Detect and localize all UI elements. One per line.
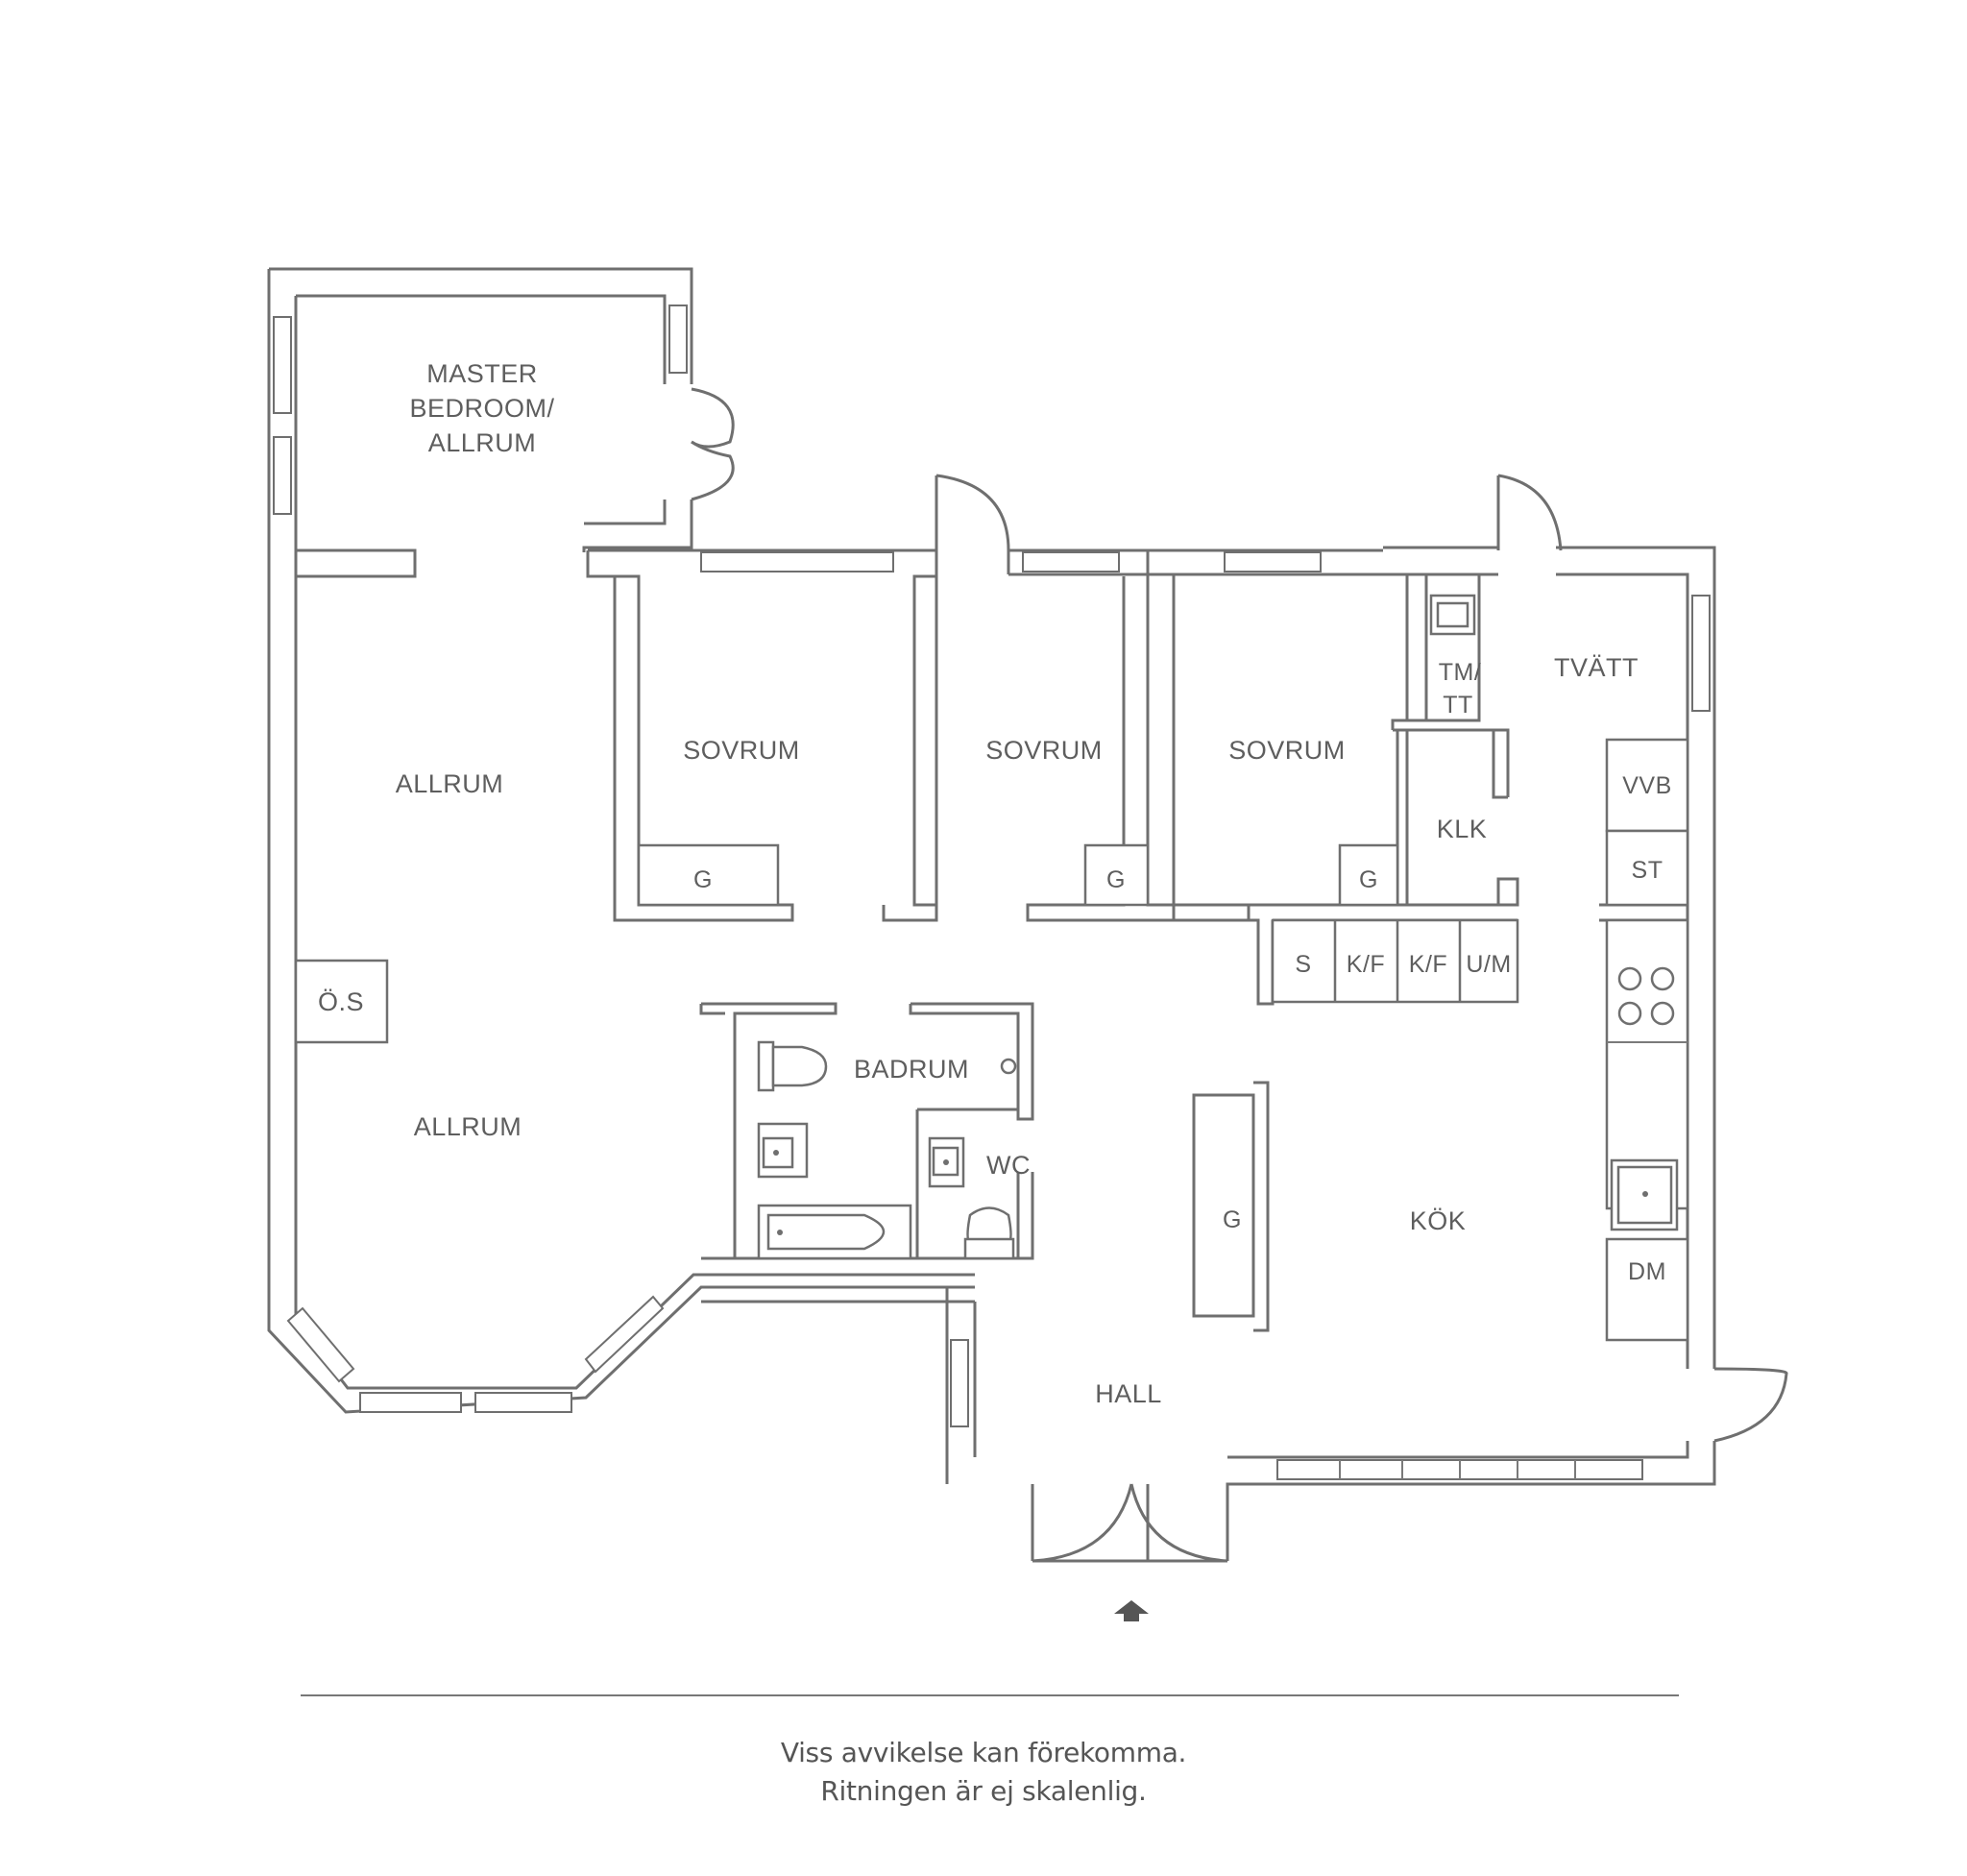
master-bedroom-label-2: BEDROOM/ [409, 394, 554, 423]
fixture-labels: G G G G TM/ TT VVB ST DM S K/F K/F U/M [693, 659, 1672, 1285]
st-label: ST [1632, 857, 1663, 884]
wc-label: WC [986, 1151, 1031, 1180]
windows [273, 305, 1711, 1480]
dm-label: DM [1628, 1258, 1666, 1285]
kf-label-1: K/F [1347, 951, 1385, 978]
kok-label: KÖK [1410, 1206, 1467, 1235]
wardrobe-label-kok: G [1223, 1206, 1242, 1233]
tvatt-label: TVÄTT [1554, 653, 1639, 682]
sovrum-3-label: SOVRUM [1228, 736, 1346, 765]
badrum-label: BADRUM [854, 1055, 969, 1084]
allrum-lower-label: ALLRUM [414, 1112, 522, 1141]
wardrobe-label-sovrum-3: G [1359, 866, 1378, 893]
klk-label: KLK [1437, 815, 1488, 843]
tm-tt-label-1: TM/ [1439, 659, 1482, 686]
entrance-arrow-icon [1114, 1600, 1149, 1621]
fixtures [294, 594, 1689, 1342]
hall-label: HALL [1095, 1379, 1162, 1408]
master-bedroom-label-1: MASTER [426, 359, 538, 388]
vvb-label: VVB [1622, 772, 1672, 799]
disclaimer-line-2: Ritningen är ej skalenlig. [820, 1775, 1147, 1807]
um-label: U/M [1466, 951, 1511, 978]
outer-walls [267, 267, 1716, 1561]
disclaimer-line-1: Viss avvikelse kan förekomma. [780, 1737, 1187, 1768]
master-bedroom-label-3: ALLRUM [428, 428, 537, 457]
wardrobe-label-sovrum-2: G [1106, 866, 1126, 893]
wardrobe-label-sovrum-1: G [693, 866, 713, 893]
tm-tt-label-2: TT [1443, 692, 1473, 719]
doors [691, 387, 1788, 1563]
os-label: Ö.S [318, 987, 364, 1016]
kf-label-2: K/F [1409, 951, 1447, 978]
allrum-upper-label: ALLRUM [396, 769, 504, 798]
s-label: S [1295, 951, 1311, 978]
room-labels: MASTER BEDROOM/ ALLRUM ALLRUM ALLRUM SOV… [318, 359, 1639, 1408]
sovrum-1-label: SOVRUM [683, 736, 800, 765]
sovrum-2-label: SOVRUM [985, 736, 1103, 765]
divider-line [301, 1694, 1679, 1696]
